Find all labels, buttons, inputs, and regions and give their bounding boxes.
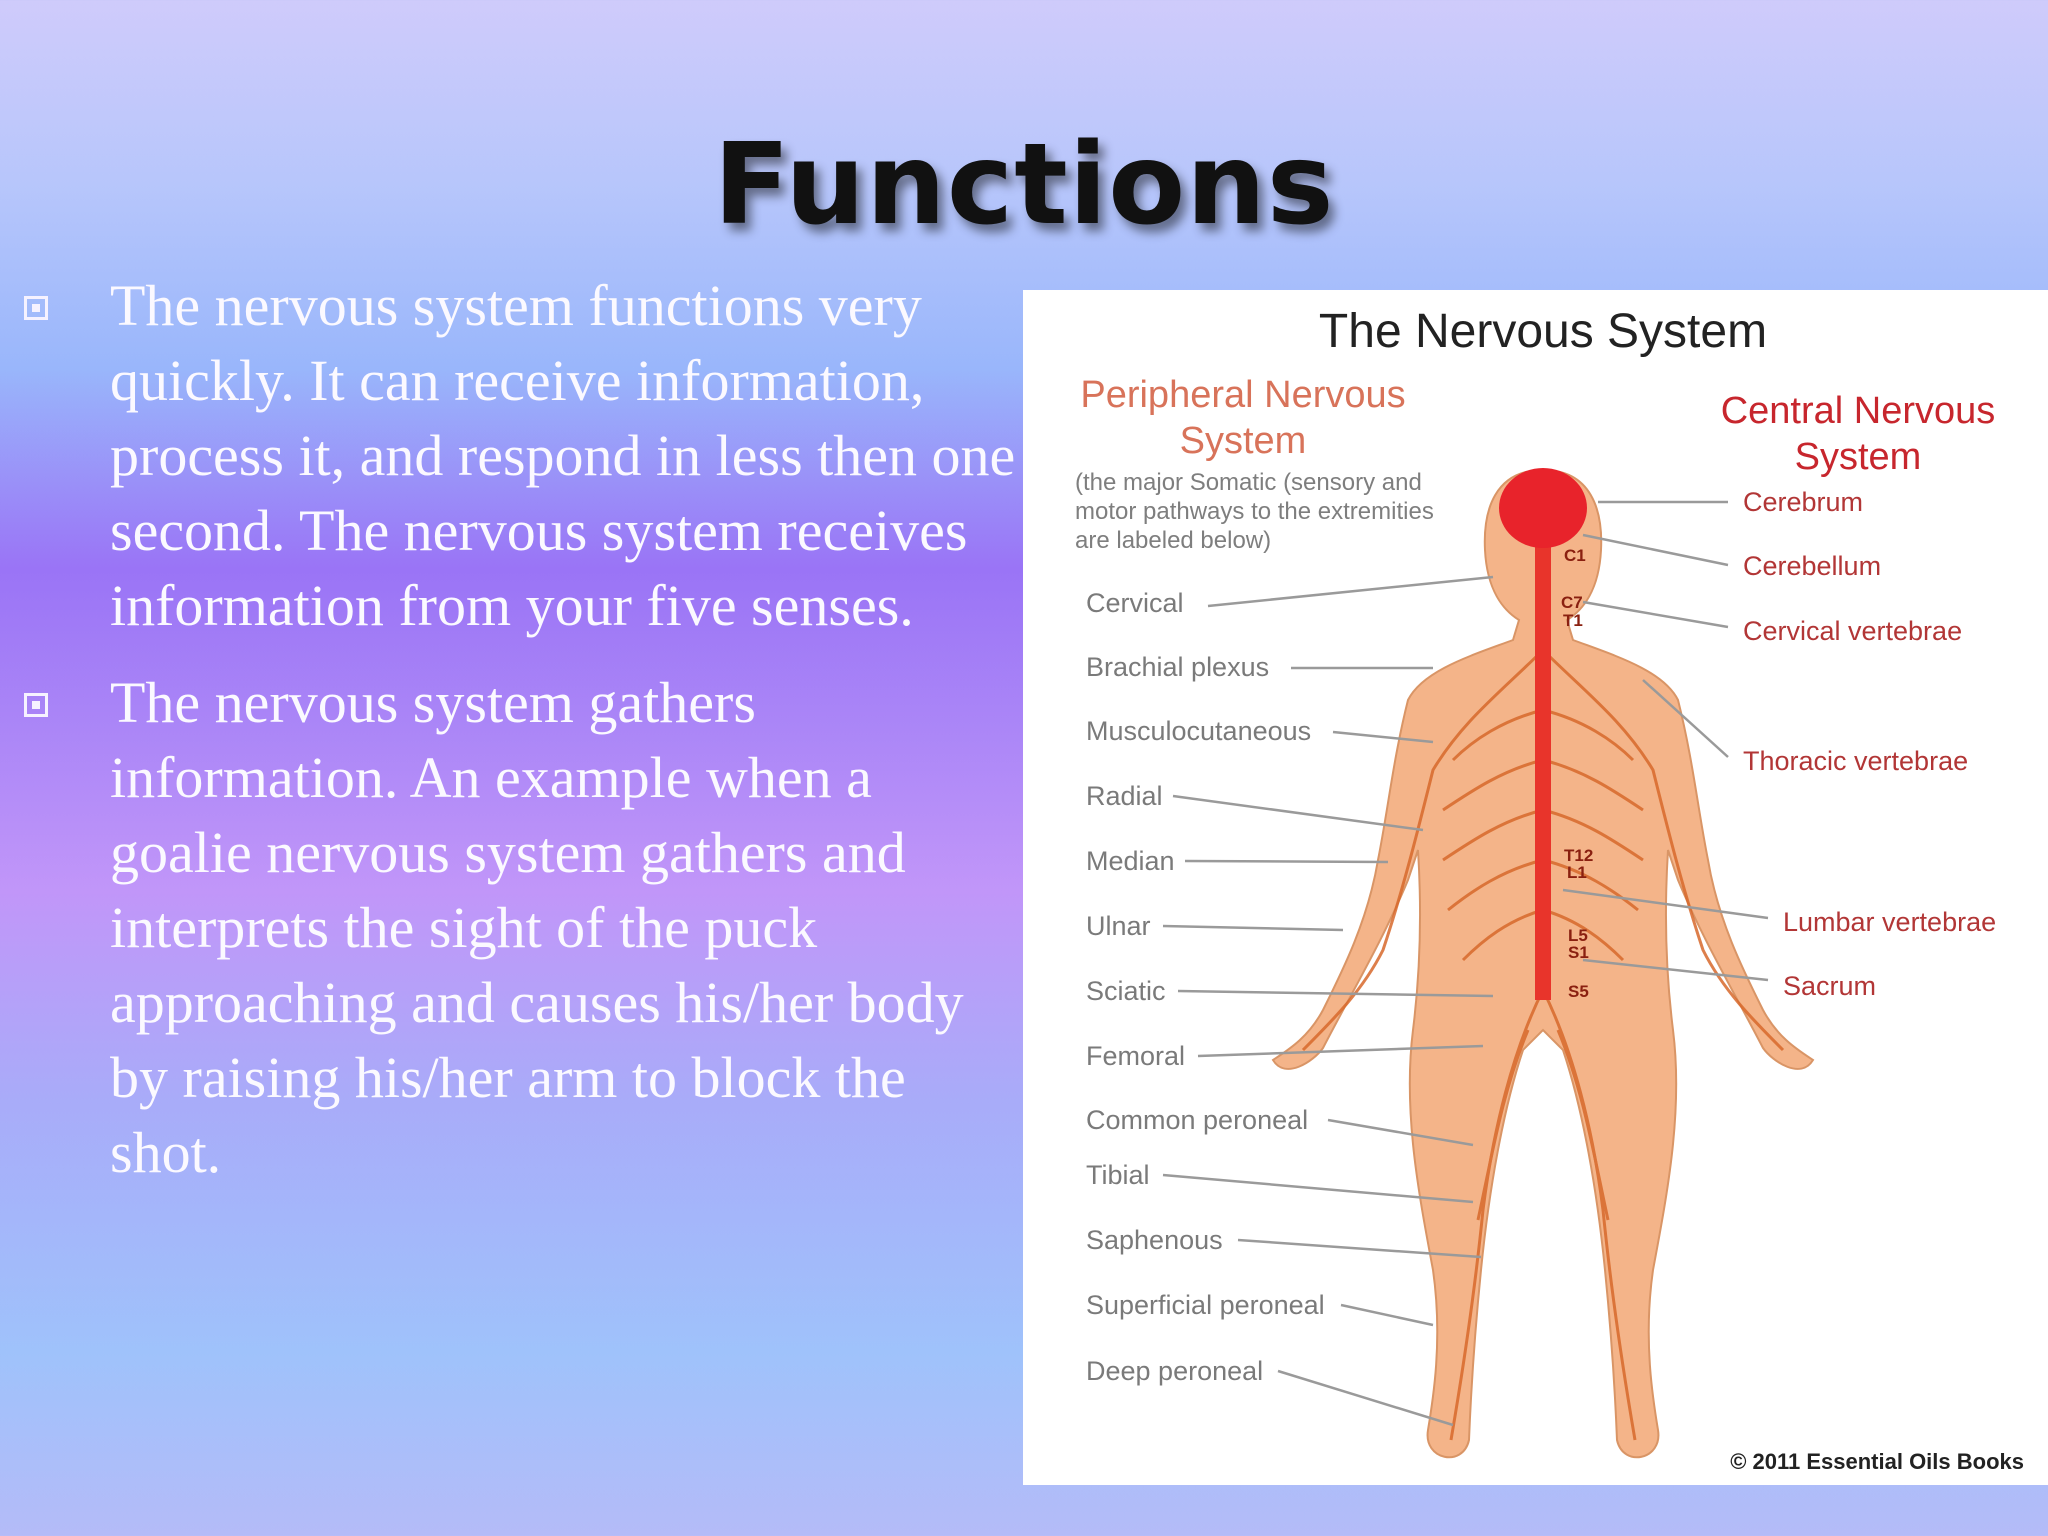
central-heading: Central Nervous System bbox=[1720, 390, 1996, 478]
square-bullet-icon bbox=[24, 296, 48, 320]
nerve-label: Ulnar bbox=[1086, 911, 1151, 941]
body-illustration bbox=[1162, 468, 1815, 1459]
cns-label: Cerebellum bbox=[1743, 551, 1882, 581]
spinal-cord bbox=[1499, 468, 1587, 1000]
vertebra-mark: S5 bbox=[1568, 982, 1589, 1001]
diagram-title: The Nervous System bbox=[1318, 305, 1768, 358]
bullet-item: The nervous system gathers information. … bbox=[20, 665, 1020, 1190]
vertebra-mark: T12 bbox=[1564, 846, 1594, 865]
bullet-text: The nervous system functions very quickl… bbox=[110, 273, 1016, 638]
vertebra-mark: S1 bbox=[1568, 943, 1589, 962]
nerve-label: Tibial bbox=[1086, 1160, 1150, 1190]
nerve-label: Radial bbox=[1086, 781, 1163, 811]
vertebra-mark: L1 bbox=[1567, 863, 1587, 882]
vertebra-mark: C1 bbox=[1564, 546, 1586, 565]
nervous-system-diagram: The Nervous System Peripheral Nervous Sy… bbox=[1023, 290, 2048, 1485]
nerve-label: Superficial peroneal bbox=[1086, 1290, 1325, 1320]
nerve-label: Sciatic bbox=[1086, 976, 1166, 1006]
cns-label: Sacrum bbox=[1783, 971, 1877, 1001]
nerve-label: Common peroneal bbox=[1086, 1105, 1309, 1135]
copyright-notice: © 2011 Essential Oils Books bbox=[1730, 1449, 2024, 1474]
bullet-item: The nervous system functions very quickl… bbox=[20, 268, 1020, 643]
cns-label: Cerebrum bbox=[1743, 487, 1864, 517]
nerve-label: Musculocutaneous bbox=[1086, 716, 1312, 746]
cns-label: Lumbar vertebrae bbox=[1783, 907, 1997, 937]
leader-lines bbox=[1162, 500, 1769, 1427]
nerve-label: Deep peroneal bbox=[1086, 1356, 1264, 1386]
nerve-label: Saphenous bbox=[1086, 1225, 1223, 1255]
peripheral-nerves bbox=[1301, 648, 1785, 1441]
peripheral-heading: Peripheral Nervous System bbox=[1080, 374, 1406, 462]
cns-label: Cervical vertebrae bbox=[1743, 616, 1963, 646]
nerve-label: Median bbox=[1086, 846, 1175, 876]
peripheral-note: (the major Somatic (sensory and motor pa… bbox=[1075, 469, 1434, 554]
nerve-label: Cervical bbox=[1086, 588, 1184, 618]
bullet-text: The nervous system gathers information. … bbox=[110, 670, 964, 1185]
nerve-label: Femoral bbox=[1086, 1041, 1186, 1071]
vertebra-mark: C7 bbox=[1561, 593, 1583, 612]
square-bullet-icon bbox=[24, 693, 48, 717]
bullet-list: The nervous system functions very quickl… bbox=[20, 268, 1020, 1212]
vertebra-mark: T1 bbox=[1563, 611, 1583, 630]
nerve-label: Brachial plexus bbox=[1086, 652, 1270, 682]
vertebra-mark: L5 bbox=[1568, 926, 1588, 945]
slide-title: Functions bbox=[713, 120, 1335, 250]
cns-label: Thoracic vertebrae bbox=[1743, 746, 1969, 776]
